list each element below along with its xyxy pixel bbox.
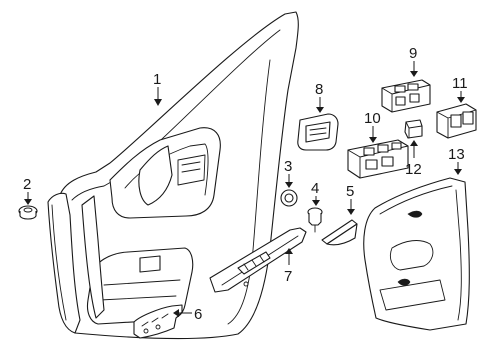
callout-11: 11 [452, 75, 468, 103]
callout-number: 1 [153, 71, 161, 88]
trim-clip [18, 205, 38, 220]
callout-number: 12 [405, 161, 422, 178]
callout-number: 6 [194, 306, 202, 323]
sealing-screen [363, 177, 470, 331]
main-window-switch [347, 139, 409, 179]
callout-3: 3 [284, 158, 293, 188]
callout-13: 13 [448, 146, 465, 175]
screw [307, 207, 323, 233]
armrest-finisher [209, 227, 307, 293]
callout-number: 4 [311, 180, 319, 197]
callout-number: 9 [409, 45, 417, 62]
callout-number: 11 [452, 75, 468, 92]
callout-2: 2 [23, 176, 32, 205]
callout-number: 7 [284, 268, 292, 285]
door-trim-panel [47, 11, 299, 340]
callout-number: 13 [448, 146, 465, 163]
callout-number: 8 [315, 81, 323, 98]
callout-number: 5 [346, 183, 354, 200]
callout-5: 5 [346, 183, 355, 215]
callout-7: 7 [284, 248, 293, 285]
callout-12: 12 [405, 140, 422, 178]
switch-assembly-upper [381, 79, 431, 113]
bracket [133, 304, 183, 339]
callout-8: 8 [315, 81, 324, 113]
callout-4: 4 [311, 180, 320, 206]
corner-trim [321, 219, 358, 246]
callout-6: 6 [173, 306, 202, 323]
callout-number: 10 [364, 110, 381, 127]
callout-1: 1 [153, 71, 162, 106]
callout-9: 9 [409, 45, 418, 77]
callout-number: 3 [284, 158, 292, 175]
callout-number: 2 [23, 176, 31, 193]
switch-bezel [297, 113, 339, 151]
callout-10: 10 [364, 110, 381, 143]
window-switch-side [436, 103, 477, 139]
switch-knob [404, 119, 423, 139]
grommet [280, 189, 298, 207]
